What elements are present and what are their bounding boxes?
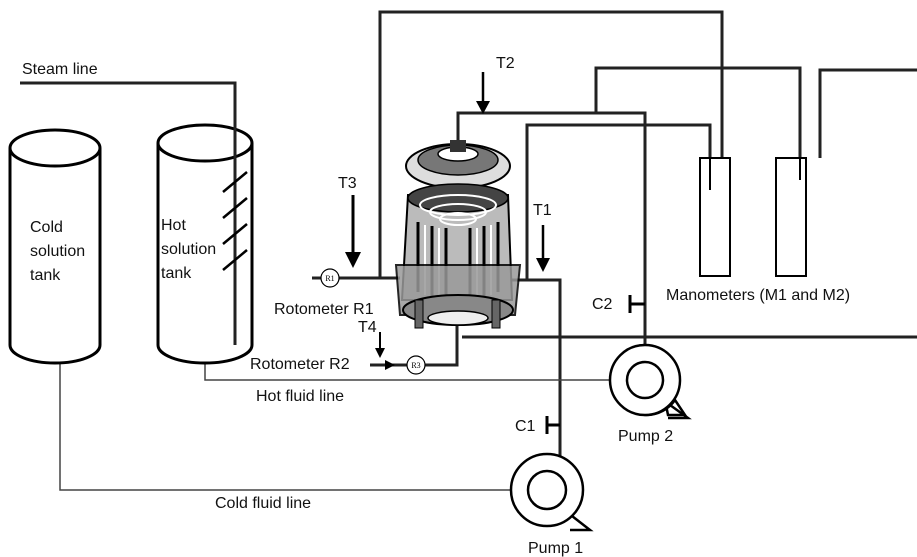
valve-c1-icon [545, 416, 560, 434]
manometer-m1 [699, 157, 731, 277]
r2-arrow-icon [385, 360, 395, 370]
pump-2-icon [608, 343, 692, 420]
pump1-label: Pump 1 [528, 540, 583, 557]
heating-coil-icon [222, 171, 248, 271]
manometer-m2-pipe [594, 66, 802, 158]
manometer-m1-pipe [378, 10, 724, 278]
hot-tank-label-line3: tank [161, 265, 192, 282]
hot-tank-label-line2: solution [161, 241, 216, 258]
cold-tank-label-line3: tank [30, 267, 61, 284]
manometer-m2 [775, 157, 807, 277]
t2-label: T2 [496, 55, 515, 72]
rotometer-r2-label: Rotometer R2 [250, 356, 350, 373]
t3-arrow-icon [345, 195, 361, 268]
manometer-m2-outlet [818, 68, 917, 158]
cold-tank-label-line2: solution [30, 243, 85, 260]
t1-label: T1 [533, 202, 552, 219]
pump-1-icon [509, 452, 594, 532]
valve-c2-icon [628, 295, 645, 313]
cold-solution-tank [8, 128, 102, 365]
t2-arrow-icon [476, 72, 490, 114]
t2-loop-pipe [456, 111, 647, 345]
rotometer-r1-label: Rotometer R1 [274, 301, 374, 318]
cold-tank-label-line1: Cold [30, 219, 63, 236]
t3-label: T3 [338, 175, 357, 192]
t1-outlet-pipe [510, 278, 562, 475]
manometers-label: Manometers (M1 and M2) [666, 287, 850, 304]
cold-fluid-line-label: Cold fluid line [215, 495, 311, 512]
t4-arrow-icon [375, 332, 385, 358]
t1-arrow-icon [536, 225, 550, 272]
manometer-m1-return [525, 123, 712, 280]
pump2-label: Pump 2 [618, 428, 673, 445]
hot-fluid-line-label: Hot fluid line [256, 388, 344, 405]
rotometer-r1-badge: R1 [320, 268, 340, 288]
rotometer-r1-badge-text: R1 [325, 274, 334, 283]
hot-tank-label-line1: Hot [161, 217, 186, 234]
hot-solution-tank [156, 83, 254, 365]
c2-label: C2 [592, 296, 613, 313]
heat-exchanger-vessel-icon [394, 140, 522, 329]
rotometer-r2-pipe [370, 325, 459, 367]
c1-label: C1 [515, 418, 536, 435]
steam-line-label: Steam line [22, 61, 98, 78]
cold-fluid-pipe [59, 360, 510, 491]
rotometer-r3-badge: R3 [406, 355, 426, 375]
t4-label: T4 [358, 319, 377, 336]
rotometer-r3-badge-text: R3 [411, 361, 420, 370]
